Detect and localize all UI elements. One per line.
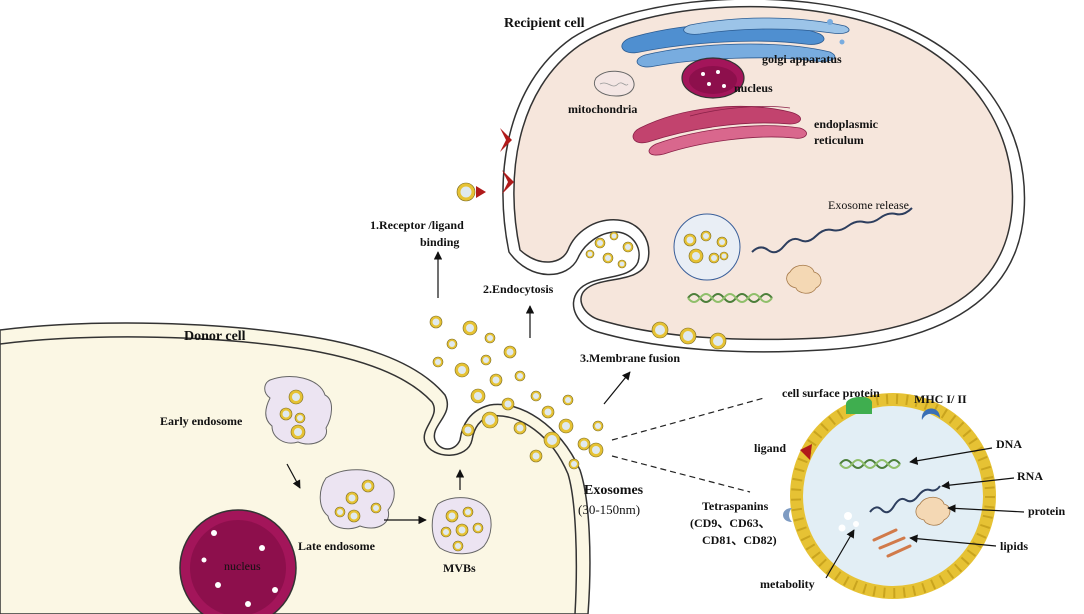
protein-label: protein: [1028, 504, 1065, 518]
early-endosome-label: Early endosome: [160, 414, 243, 428]
tetraspanins-label-line2: (CD9、CD63、: [690, 516, 771, 530]
exosome-detail-icon: [783, 393, 996, 599]
arrow-icon: [909, 534, 997, 547]
golgi-apparatus-icon: [621, 17, 850, 68]
recipient-nucleus-label: nucleus: [734, 81, 773, 95]
ligand-label: ligand: [754, 441, 786, 455]
recipient-cell: [502, 0, 1026, 353]
mvbs-label: MVBs: [443, 561, 476, 575]
er-label-line1: endoplasmic: [814, 117, 879, 131]
dna-label: DNA: [996, 437, 1022, 451]
ligand-icon: [456, 182, 486, 202]
donor-cell-label: Donor cell: [184, 329, 246, 344]
exosome-release-label: Exosome release: [828, 198, 909, 212]
endocytic-pit: [585, 231, 634, 269]
rna-label: RNA: [1017, 469, 1043, 483]
arrow-icon: [825, 529, 855, 579]
dna-helix-icon: [687, 293, 773, 303]
golgi-label: golgi apparatus: [762, 52, 842, 66]
early-endosome-icon: [264, 376, 332, 445]
recipient-cell-label: Recipient cell: [504, 16, 585, 31]
exosome-size-label: (30-150nm): [578, 502, 640, 517]
zoom-line: [611, 397, 765, 441]
mhc-label: MHC I/ II: [914, 392, 967, 406]
late-endosome-icon: [319, 469, 395, 530]
receptor-icon: [500, 128, 514, 194]
exosomes-label: Exosomes: [584, 483, 644, 498]
arrow-icon: [941, 477, 1015, 490]
donor-nucleus-icon: [179, 509, 297, 614]
membrane-fusion-label: 3.Membrane fusion: [580, 351, 680, 365]
arrow-icon: [603, 371, 631, 405]
endocytosis-label: 2.Endocytosis: [483, 282, 554, 296]
arrow-icon: [909, 447, 993, 465]
metabolity-label: metabolity: [760, 577, 815, 591]
lipids-label: lipids: [1000, 539, 1028, 553]
exosome-vesicle: [651, 321, 727, 350]
endoplasmic-reticulum-icon: [632, 105, 807, 156]
recipient-nucleus-icon: [681, 57, 745, 99]
cell-surface-protein-label: cell surface protein: [782, 386, 880, 400]
arrow-icon: [947, 504, 1025, 513]
exosome-vesicle: [673, 213, 741, 281]
receptor-label-line2: binding: [420, 235, 459, 249]
zoom-line: [611, 455, 751, 493]
tetraspanins-label-line3: CD81、CD82): [702, 533, 777, 547]
rna-strand-icon: [751, 207, 913, 254]
tetraspanins-label-line1: Tetraspanins: [702, 499, 769, 513]
mitochondria-label: mitochondria: [568, 102, 637, 116]
exosome-vesicle: [429, 315, 604, 470]
receptor-label-line1: 1.Receptor /ligand: [370, 218, 464, 232]
protein-icon: [786, 264, 822, 294]
mvb-icon: [431, 497, 492, 555]
mitochondria-icon: [594, 70, 635, 97]
arrow-icon: [286, 463, 301, 489]
donor-nucleus-label: nucleus: [224, 559, 261, 573]
late-endosome-label: Late endosome: [298, 539, 376, 553]
er-label-line2: reticulum: [814, 133, 864, 147]
